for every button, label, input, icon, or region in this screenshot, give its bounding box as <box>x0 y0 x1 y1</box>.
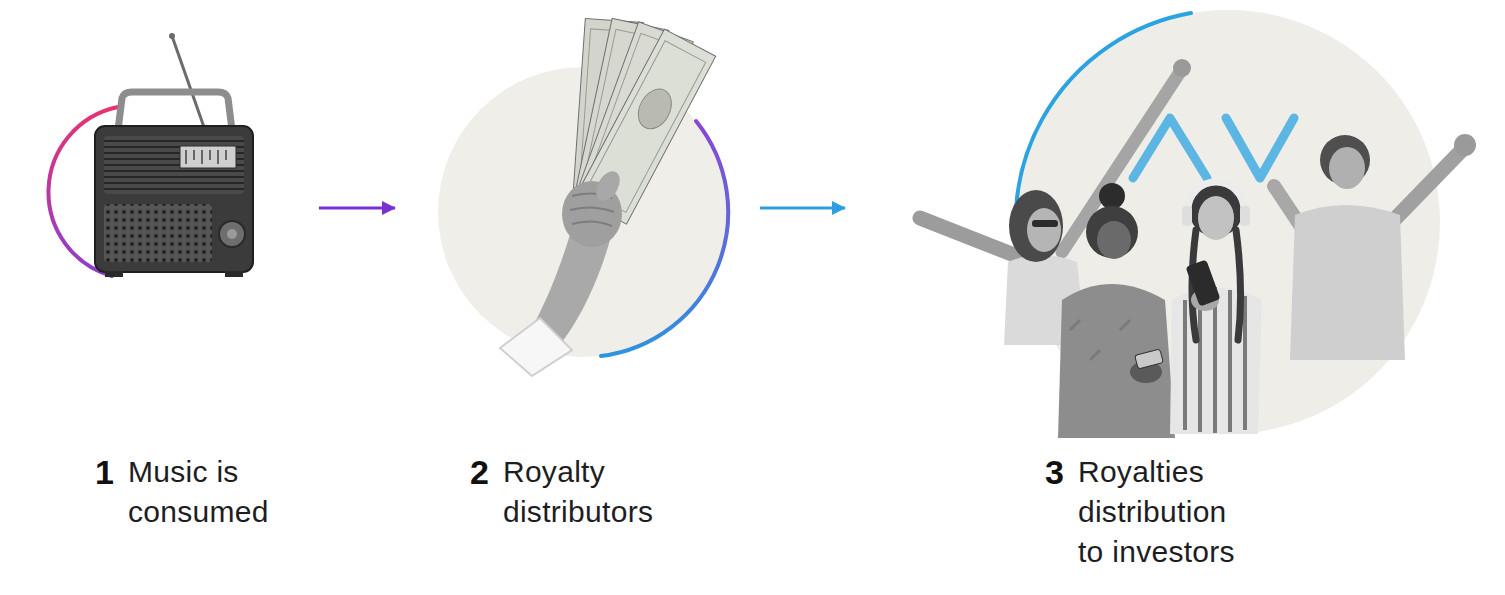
step-label: 2 Royalty distributors <box>470 452 675 532</box>
step-node: 2 Royalty distributors <box>395 10 760 540</box>
thumb <box>591 167 624 205</box>
banknote-border <box>585 41 705 213</box>
step-node: 3 Royalties distribution to investors <box>845 10 1445 580</box>
radio-illustration <box>48 33 253 277</box>
headphones <box>1188 182 1244 210</box>
tuning-scale <box>186 150 226 164</box>
step-node: 1 Music is consumed <box>45 10 319 540</box>
head <box>1086 206 1138 258</box>
radio-body <box>95 126 253 272</box>
brand-logo <box>1133 118 1294 178</box>
radio-handle <box>118 92 232 130</box>
step-number: 1 <box>95 452 114 492</box>
step-text: Royalty distributors <box>503 452 675 532</box>
person-right <box>1274 134 1476 360</box>
step-label: 1 Music is consumed <box>95 452 313 532</box>
sunglasses <box>1032 220 1058 227</box>
tuning-window <box>180 146 236 168</box>
torso <box>1290 205 1405 360</box>
hair-bun <box>1099 183 1125 209</box>
face <box>1329 147 1365 189</box>
banknote-portrait <box>632 83 678 134</box>
knob-center <box>227 229 237 239</box>
radio-foot <box>105 271 123 277</box>
headphone-cup <box>1182 206 1192 226</box>
radio-knob <box>219 221 245 247</box>
person-center-right <box>1170 182 1262 434</box>
hair <box>1009 190 1063 262</box>
step-text: Music is consumed <box>128 452 313 532</box>
face <box>1198 196 1234 240</box>
radio-grille <box>104 136 244 194</box>
face <box>1027 208 1061 252</box>
flow-arrow <box>760 207 845 210</box>
raised-arm <box>1392 150 1462 222</box>
headphone-cup <box>1240 206 1250 226</box>
step-number: 2 <box>470 452 489 492</box>
antenna-tip <box>169 33 175 39</box>
person-center-left <box>1058 183 1175 438</box>
sweater <box>1058 284 1175 438</box>
step-number: 3 <box>1045 452 1064 492</box>
step-label: 3 Royalties distribution to investors <box>1045 452 1248 572</box>
antenna <box>172 36 205 130</box>
hand <box>1173 59 1191 77</box>
phone <box>1185 260 1220 307</box>
investors-illustration <box>920 10 1476 438</box>
face <box>1097 221 1131 259</box>
flow-arrow <box>319 207 395 210</box>
radio-foot <box>225 271 243 277</box>
speaker-grille <box>104 204 212 262</box>
phone <box>1135 349 1164 369</box>
step-text: Royalties distribution to investors <box>1078 452 1248 572</box>
sleeve <box>500 318 572 376</box>
striped-top <box>1170 288 1262 435</box>
fist <box>1454 134 1476 156</box>
money-illustration <box>438 18 728 376</box>
